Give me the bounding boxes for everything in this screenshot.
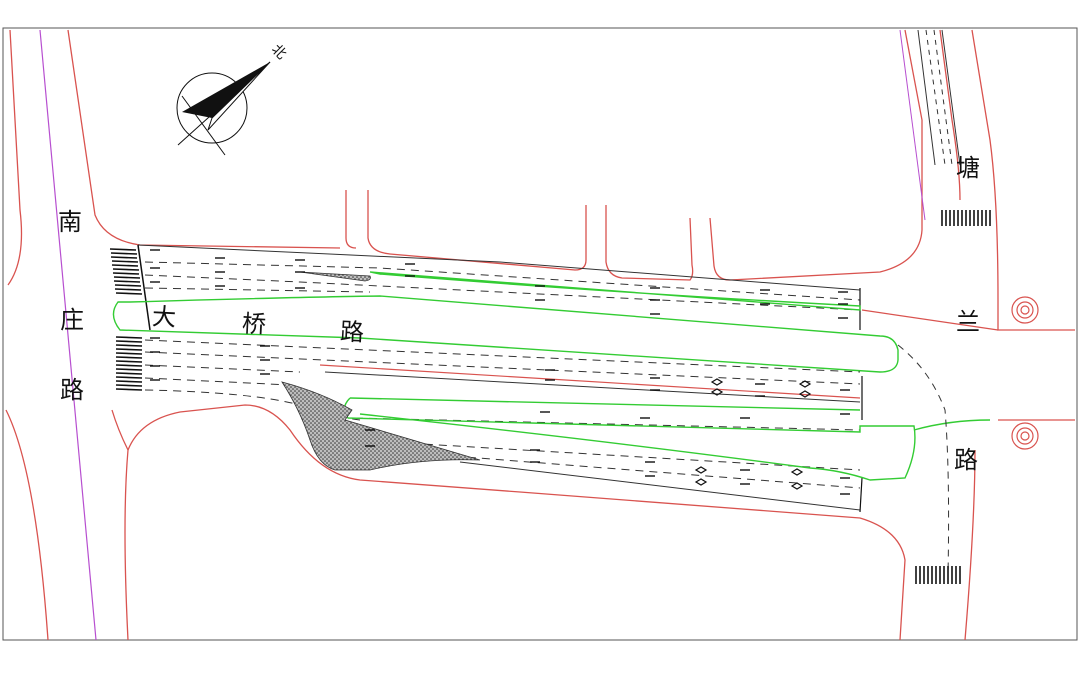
road-label-nanzhuang-1: 南 [58, 208, 82, 236]
lane-arrow-icon [150, 249, 850, 495]
crosswalk-icon [109, 248, 143, 391]
crosswalk-icon [941, 210, 991, 226]
road-centerline [899, 29, 926, 221]
south-curbs [127, 404, 1075, 641]
road-label-daqiao-1: 大 [151, 302, 176, 331]
road-label-daqiao-3: 路 [339, 317, 364, 346]
diamond-marking-icon [694, 378, 812, 490]
daqiao-road [137, 244, 863, 513]
crosswalk-icon [915, 566, 961, 584]
north-label: 北 [268, 42, 289, 63]
north-curbs [345, 29, 1075, 331]
road-centerline [39, 29, 97, 641]
drawing-frame [2, 27, 1078, 641]
hatched-island [281, 381, 481, 471]
road-label-lan: 兰 [956, 308, 980, 336]
north-arrow-icon [176, 61, 271, 156]
turn-ring-icon [1011, 422, 1039, 450]
turn-ring-icon [1011, 296, 1039, 324]
tangqiao-lanes [917, 29, 961, 166]
east-connector [861, 309, 999, 576]
road-label-tang: 塘 [956, 154, 980, 182]
median-islands [112, 271, 991, 481]
road-label-nanzhuang-3: 路 [60, 376, 84, 404]
road-label-lu: 路 [954, 446, 978, 474]
nanzhuang-road [5, 29, 341, 641]
road-label-daqiao-2: 桥 [241, 309, 266, 338]
hatched-island [299, 271, 371, 282]
road-label-nanzhuang-2: 庄 [60, 306, 84, 334]
